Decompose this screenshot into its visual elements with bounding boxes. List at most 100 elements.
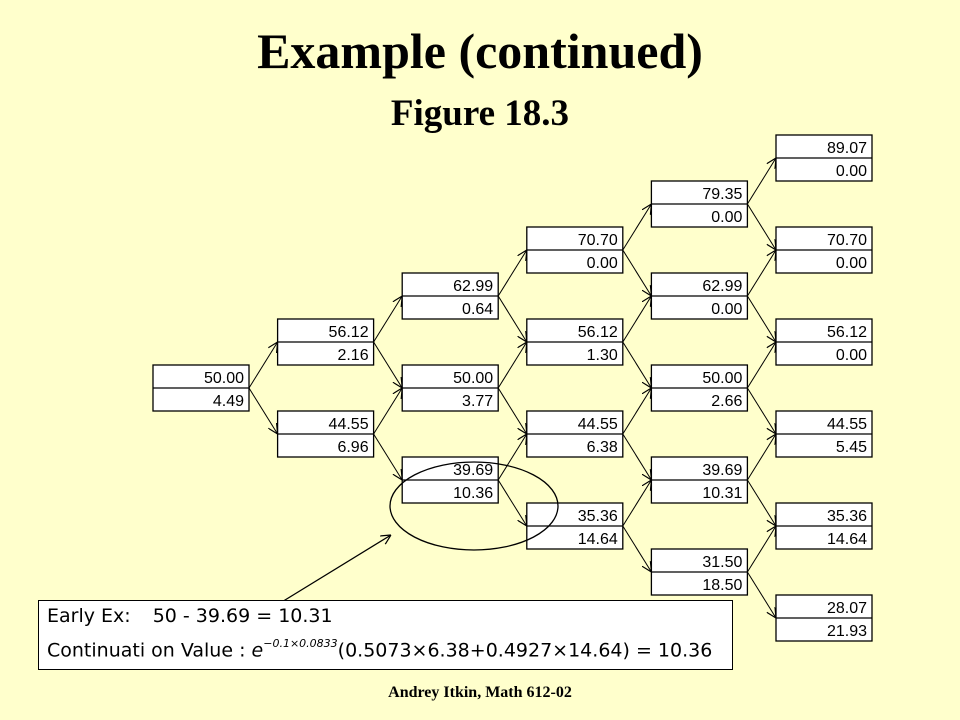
node-stock-price: 50.00 [453, 370, 493, 387]
edge-up [622, 388, 652, 435]
node-stock-price: 35.36 [827, 508, 867, 525]
node-option-value: 18.50 [702, 577, 742, 594]
formula-box: Early Ex:50 - 39.69 = 10.31 Continuati o… [38, 600, 733, 670]
edge-down [248, 387, 278, 434]
early-exercise-label: Early Ex: [47, 605, 131, 627]
edge-up [622, 296, 652, 343]
node-option-value: 0.00 [836, 163, 867, 180]
edge-up [622, 480, 652, 527]
edge-up [746, 342, 776, 389]
node-option-value: 2.16 [337, 347, 368, 364]
discount-base: e [251, 639, 264, 662]
edge-up [746, 526, 776, 573]
edge-down [497, 387, 527, 434]
node-stock-price: 79.35 [702, 186, 742, 203]
node-stock-price: 44.55 [329, 416, 369, 433]
edge-up [497, 342, 527, 389]
edge-down [746, 479, 776, 526]
node-option-value: 0.00 [836, 255, 867, 272]
figure-subtitle: Figure 18.3 [390, 93, 570, 134]
node-option-value: 10.36 [453, 485, 493, 502]
tree-node: 39.69 10.36 [401, 456, 499, 504]
node-stock-price: 44.55 [827, 416, 867, 433]
node-stock-price: 50.00 [702, 370, 742, 387]
node-option-value: 4.49 [213, 393, 244, 410]
node-option-value: 6.96 [337, 439, 368, 456]
edge-down [373, 433, 403, 480]
tree-node: 35.36 14.64 [526, 502, 624, 550]
tree-node: 35.36 14.64 [775, 502, 873, 550]
edge-down [746, 203, 776, 250]
node-option-value: 1.30 [587, 347, 618, 364]
node-stock-price: 56.12 [329, 324, 369, 341]
node-stock-price: 31.50 [702, 554, 742, 571]
edge-down [622, 525, 652, 572]
node-option-value: 0.64 [462, 301, 493, 318]
node-stock-price: 62.99 [453, 278, 493, 295]
tree-node: 56.120.00 [775, 318, 873, 366]
edge-up [746, 158, 776, 205]
edge-up [746, 250, 776, 297]
tree-node: 70.70 0.00 [526, 226, 624, 274]
node-option-value: 14.64 [578, 531, 618, 548]
tree-node: 44.55 5.45 [775, 410, 873, 458]
node-option-value: 6.38 [587, 439, 618, 456]
edge-down [746, 571, 776, 618]
edge-up [497, 434, 527, 481]
tree-node: 50.00 4.49 [152, 364, 250, 412]
node-stock-price: 70.70 [827, 232, 867, 249]
edge-down [497, 295, 527, 342]
tree-node: 62.99 0.64 [401, 272, 499, 320]
edge-up [248, 342, 278, 389]
tree-edges [248, 158, 776, 618]
edge-down [622, 341, 652, 388]
discount-exponent: −0.1×0.0833 [263, 637, 338, 650]
tree-node: 56.12 1.30 [526, 318, 624, 366]
continuation-expression: (0.5073×6.38+0.4927×14.64) = 10.36 [337, 639, 713, 662]
tree-node: 62.99 0.00 [650, 272, 749, 320]
edge-up [373, 388, 403, 435]
early-exercise-line: Early Ex:50 - 39.69 = 10.31 [47, 605, 333, 627]
edge-up [373, 296, 403, 343]
node-stock-price: 50.00 [204, 370, 244, 387]
highlight-ellipse [389, 461, 559, 551]
continuation-label: Continuati on Value : [47, 639, 246, 662]
edge-down [746, 387, 776, 434]
tree-node: 44.55 6.38 [526, 410, 624, 458]
node-option-value: 5.45 [836, 439, 867, 456]
node-option-value: 10.31 [702, 485, 742, 502]
edge-down [622, 249, 652, 296]
tree-node: 44.55 6.96 [276, 410, 375, 458]
edge-down [497, 479, 527, 526]
node-option-value: 21.93 [827, 623, 867, 640]
continuation-value-line: Continuati on Value : e−0.1×0.0833(0.507… [47, 637, 713, 662]
edge-up [622, 204, 652, 251]
edge-up [497, 250, 527, 297]
tree-nodes: 50.00 4.49 56.12 2.16 44.55 6.96 62.99 0.64 50.0… [152, 134, 873, 642]
slide-title: Example (continued) [257, 23, 703, 79]
node-option-value: 0.00 [836, 347, 867, 364]
tree-node: 50.003.77 [401, 364, 499, 412]
node-stock-price: 56.12 [578, 324, 618, 341]
edge-down [622, 433, 652, 480]
node-option-value: 2.66 [711, 393, 742, 410]
node-stock-price: 70.70 [578, 232, 618, 249]
node-stock-price: 62.99 [702, 278, 742, 295]
tree-node: 79.350.00 [650, 180, 749, 228]
edge-down [746, 295, 776, 342]
tree-node: 70.70 0.00 [775, 226, 873, 274]
node-stock-price: 44.55 [578, 416, 618, 433]
node-option-value: 14.64 [827, 531, 867, 548]
tree-node: 31.50 18.50 [650, 548, 749, 596]
node-stock-price: 39.69 [453, 462, 493, 479]
tree-node: 56.12 2.16 [276, 318, 375, 366]
node-stock-price: 89.07 [827, 140, 867, 157]
node-option-value: 0.00 [711, 301, 742, 318]
edge-down [373, 341, 403, 388]
node-option-value: 0.00 [587, 255, 618, 272]
tree-node: 89.07 0.00 [775, 134, 873, 182]
node-stock-price: 35.36 [578, 508, 618, 525]
